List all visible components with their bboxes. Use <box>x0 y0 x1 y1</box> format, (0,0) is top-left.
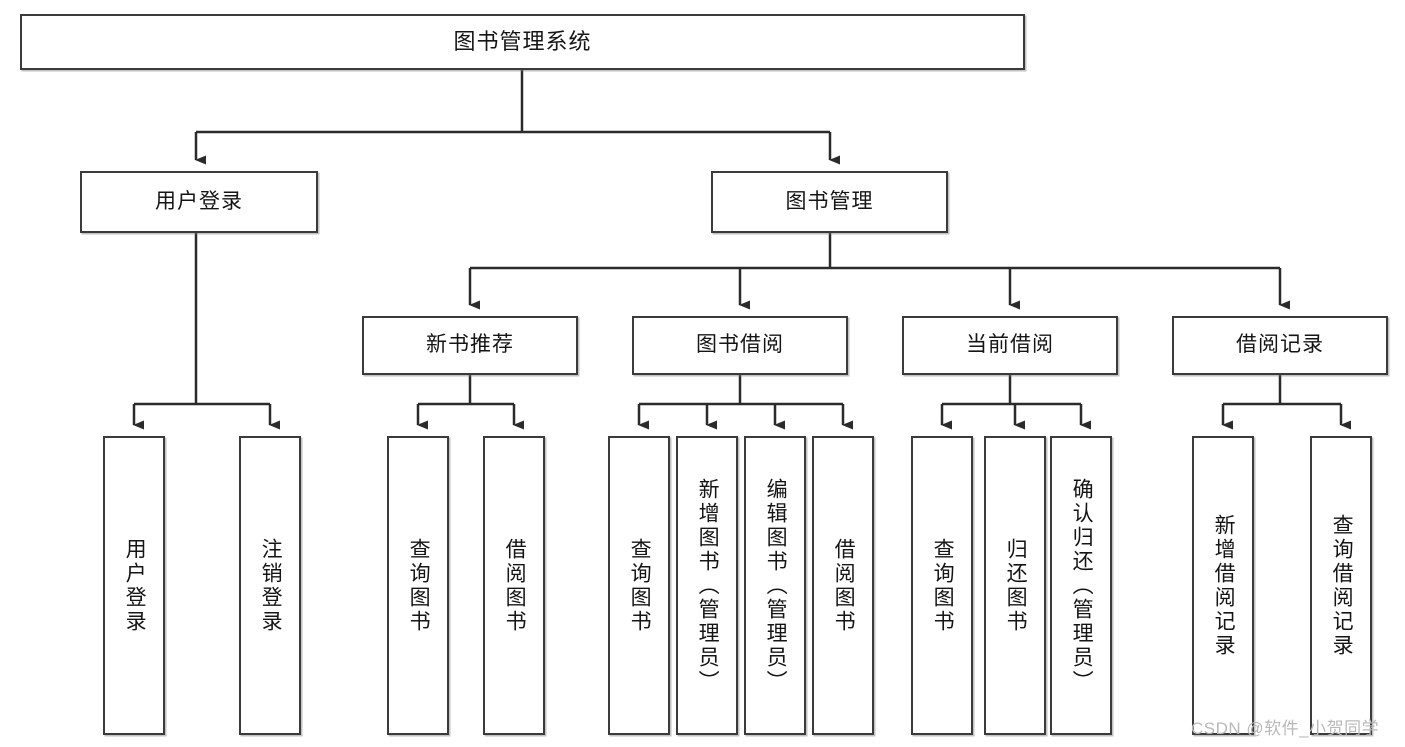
node-label-borrow-record: 借阅记录 <box>1236 333 1324 357</box>
node-label-leaf-confirm-return: 确认归还（管理员） <box>1070 477 1094 694</box>
node-label-root: 图书管理系统 <box>453 29 592 55</box>
node-leaf-confirm-return[interactable]: 确认归还（管理员） <box>1050 436 1112 735</box>
node-label-leaf-borrow-book-2: 借阅图书 <box>832 537 856 634</box>
node-label-leaf-query-book-1: 查询图书 <box>407 537 431 634</box>
node-label-leaf-add-book: 新增图书（管理员） <box>696 477 720 694</box>
node-leaf-user-login[interactable]: 用户登录 <box>103 436 165 735</box>
node-label-book-manage: 图书管理 <box>785 189 874 213</box>
node-root[interactable]: 图书管理系统 <box>20 14 1025 70</box>
node-borrow-record[interactable]: 借阅记录 <box>1172 316 1388 375</box>
node-book-borrow[interactable]: 图书借阅 <box>632 316 848 375</box>
node-label-current-borrow: 当前借阅 <box>966 333 1054 357</box>
node-leaf-query-book-3[interactable]: 查询图书 <box>911 436 973 735</box>
node-label-leaf-query-record: 查询借阅记录 <box>1330 513 1354 658</box>
node-new-book-rec[interactable]: 新书推荐 <box>362 316 578 375</box>
node-label-new-book-rec: 新书推荐 <box>426 333 514 357</box>
node-leaf-query-book-2[interactable]: 查询图书 <box>608 436 670 735</box>
node-current-borrow[interactable]: 当前借阅 <box>902 316 1118 375</box>
node-leaf-edit-book[interactable]: 编辑图书（管理员） <box>744 436 806 735</box>
node-leaf-logout[interactable]: 注销登录 <box>239 436 301 735</box>
node-leaf-query-record[interactable]: 查询借阅记录 <box>1310 436 1372 735</box>
node-label-leaf-logout: 注销登录 <box>259 537 283 634</box>
node-leaf-borrow-book-2[interactable]: 借阅图书 <box>812 436 874 735</box>
node-leaf-return-book[interactable]: 归还图书 <box>984 436 1046 735</box>
node-label-leaf-user-login: 用户登录 <box>123 537 147 634</box>
node-label-leaf-query-book-2: 查询图书 <box>628 537 652 634</box>
node-leaf-query-book-1[interactable]: 查询图书 <box>387 436 449 735</box>
node-leaf-borrow-book-1[interactable]: 借阅图书 <box>483 436 545 735</box>
node-label-user-login: 用户登录 <box>155 189 243 213</box>
node-book-manage[interactable]: 图书管理 <box>711 171 948 233</box>
node-label-leaf-borrow-book-1: 借阅图书 <box>503 537 527 634</box>
node-leaf-add-record[interactable]: 新增借阅记录 <box>1192 436 1254 735</box>
node-user-login[interactable]: 用户登录 <box>80 171 318 233</box>
node-label-leaf-query-book-3: 查询图书 <box>931 537 955 634</box>
node-label-book-borrow: 图书借阅 <box>696 333 784 357</box>
node-label-leaf-return-book: 归还图书 <box>1004 537 1028 634</box>
node-label-leaf-edit-book: 编辑图书（管理员） <box>764 477 788 694</box>
node-leaf-add-book[interactable]: 新增图书（管理员） <box>676 436 738 735</box>
connector-group <box>132 70 1351 430</box>
node-label-leaf-add-record: 新增借阅记录 <box>1212 513 1236 658</box>
